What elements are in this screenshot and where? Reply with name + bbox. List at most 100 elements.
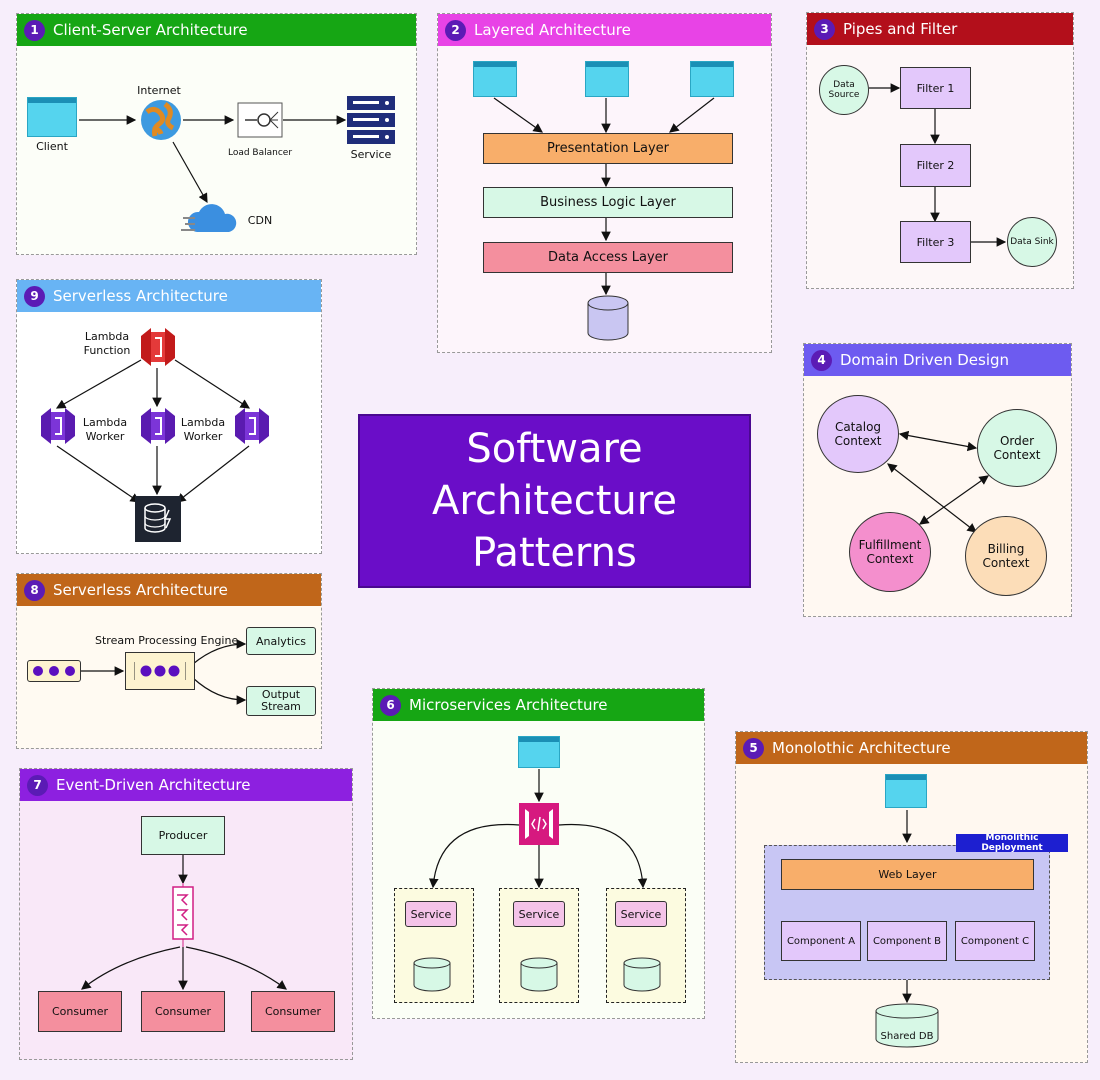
panel-pipes-filter: 3 Pipes and Filter Data Source Filter 1 … — [806, 12, 1074, 289]
panel-header: 4 Domain Driven Design — [804, 344, 1071, 376]
client-window-icon — [473, 61, 517, 97]
consumer-node: Consumer — [251, 991, 335, 1032]
billing-context: Billing Context — [965, 516, 1047, 596]
panel-header: 6 Microservices Architecture — [373, 689, 704, 721]
client-window-icon — [518, 736, 560, 768]
panel-header: 2 Layered Architecture — [438, 14, 771, 46]
cloud-icon — [181, 204, 237, 232]
panel-title: Microservices Architecture — [409, 696, 608, 714]
panel-title: Layered Architecture — [474, 21, 631, 39]
database-icon — [520, 957, 558, 992]
panel-title: Serverless Architecture — [53, 287, 228, 305]
service-node: Service — [405, 901, 457, 927]
shared-db-label: Shared DB — [880, 1031, 934, 1042]
event-bus-icon — [172, 883, 194, 947]
panel-serverless-stream: 8 Serverless Architecture Stream Process… — [16, 573, 322, 749]
panel-title: Serverless Architecture — [53, 581, 228, 599]
load-balancer-icon — [237, 102, 283, 138]
data-sink-node: Data Sink — [1007, 217, 1057, 267]
panel-number: 8 — [24, 579, 45, 601]
panel-event-driven: 7 Event-Driven Architecture Producer Con… — [19, 768, 353, 1060]
service-node: Service — [615, 901, 667, 927]
database-icon — [413, 957, 451, 992]
panel-title: Monolothic Architecture — [772, 739, 951, 757]
lambda-worker-label: Lambda Worker — [82, 416, 128, 443]
panel-layered: 2 Layered Architecture Presentation Laye… — [437, 13, 772, 353]
panel-domain-driven: 4 Domain Driven Design Catalog Context O… — [803, 343, 1072, 617]
client-window-icon — [27, 97, 77, 137]
panel-title: Pipes and Filter — [843, 20, 958, 38]
event-queue-source — [27, 660, 81, 682]
main-title: Software Architecture Patterns — [358, 414, 751, 588]
client-window-icon — [885, 774, 927, 808]
title-line-3: Patterns — [472, 530, 637, 576]
lambda-worker-icon — [235, 408, 269, 444]
data-access-layer: Data Access Layer — [483, 242, 733, 273]
database-icon — [587, 295, 629, 341]
panel-number: 4 — [811, 349, 832, 371]
panel-number: 1 — [24, 19, 45, 41]
panel-client-server: 1 Client-Server Architecture Client Inte… — [16, 13, 417, 255]
client-window-icon — [690, 61, 734, 97]
title-line-2: Architecture — [432, 478, 677, 524]
output-stream-node: Output Stream — [246, 686, 316, 716]
analytics-node: Analytics — [246, 627, 316, 655]
component-b: Component B — [867, 921, 947, 961]
consumer-node: Consumer — [141, 991, 225, 1032]
title-line-1: Software — [466, 426, 643, 472]
panel-title: Event-Driven Architecture — [56, 776, 251, 794]
business-logic-layer: Business Logic Layer — [483, 187, 733, 218]
filter-1: Filter 1 — [900, 67, 971, 109]
filter-3: Filter 3 — [900, 221, 971, 263]
panel-title: Domain Driven Design — [840, 351, 1010, 369]
service-node: Service — [513, 901, 565, 927]
component-a: Component A — [781, 921, 861, 961]
client-window-icon — [585, 61, 629, 97]
internet-label: Internet — [137, 84, 181, 97]
producer-node: Producer — [141, 816, 225, 855]
shared-db-icon — [875, 1003, 939, 1048]
catalog-context: Catalog Context — [817, 395, 899, 473]
monolithic-deployment-label: Monolithic Deployment — [956, 833, 1068, 853]
panel-microservices: 6 Microservices Architecture Service Ser… — [372, 688, 705, 1019]
presentation-layer: Presentation Layer — [483, 133, 733, 164]
panel-number: 2 — [445, 19, 466, 41]
panel-header: 9 Serverless Architecture — [17, 280, 321, 312]
filter-2: Filter 2 — [900, 144, 971, 187]
panel-number: 6 — [380, 694, 401, 716]
panel-header: 8 Serverless Architecture — [17, 574, 321, 606]
client-label: Client — [36, 140, 68, 153]
lambda-worker-label: Lambda Worker — [180, 416, 226, 443]
panel-serverless-lambda: 9 Serverless Architecture Lambda Functio… — [16, 279, 322, 554]
component-c: Component C — [955, 921, 1035, 961]
panel-header: 5 Monolothic Architecture — [736, 732, 1087, 764]
consumer-node: Consumer — [38, 991, 122, 1032]
lambda-worker-icon — [141, 408, 175, 444]
api-gateway-icon — [519, 803, 559, 845]
dynamodb-icon — [135, 496, 181, 542]
panel-header: 7 Event-Driven Architecture — [20, 769, 352, 801]
panel-monolithic: 5 Monolothic Architecture Monolithic Dep… — [735, 731, 1088, 1063]
lambda-function-icon — [141, 328, 175, 366]
panel-number: 9 — [24, 285, 45, 307]
database-icon — [623, 957, 661, 992]
dots-icon — [33, 666, 75, 676]
data-source-node: Data Source — [819, 65, 869, 115]
load-balancer-label: Load Balancer — [227, 148, 293, 158]
stream-engine-label: Stream Processing Engine — [95, 634, 239, 647]
dots-icon — [134, 662, 186, 680]
panel-number: 7 — [27, 774, 48, 796]
server-icon — [347, 96, 395, 144]
service-label: Service — [350, 148, 392, 161]
panel-header: 3 Pipes and Filter — [807, 13, 1073, 45]
panel-number: 3 — [814, 18, 835, 40]
globe-icon — [141, 100, 181, 140]
lambda-worker-icon — [41, 408, 75, 444]
cdn-label: CDN — [247, 214, 273, 227]
order-context: Order Context — [977, 409, 1057, 487]
panel-number: 5 — [743, 737, 764, 759]
panel-header: 1 Client-Server Architecture — [17, 14, 416, 46]
web-layer: Web Layer — [781, 859, 1034, 890]
fulfillment-context: Fulfillment Context — [849, 512, 931, 592]
panel-title: Client-Server Architecture — [53, 21, 248, 39]
